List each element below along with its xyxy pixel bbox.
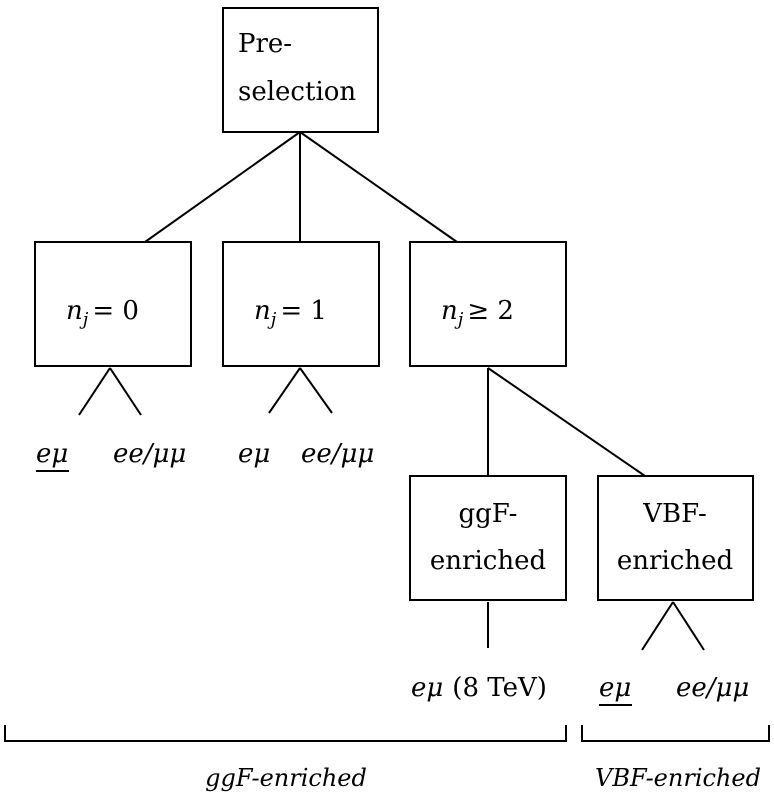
- leaves-nj1: eμ ee/μμ: [238, 439, 374, 469]
- node-preselection-line1: Pre-: [238, 29, 292, 59]
- edge-nj0-left: [78, 367, 111, 416]
- node-ggf: ggF- enriched: [409, 475, 567, 601]
- leaf-ggf-channel: eμ: [411, 673, 443, 703]
- node-vbf-box: [597, 475, 754, 601]
- edge-vbf-right: [672, 601, 705, 651]
- tree-connectors: [78, 131, 705, 651]
- node-nj2: nj≥ 2: [409, 241, 567, 367]
- edge-vbf-left: [641, 601, 674, 651]
- node-nj0-label: nj= 0: [66, 296, 139, 330]
- node-preselection-box: [222, 7, 379, 133]
- node-nj1: nj= 1: [222, 241, 380, 367]
- bracket-vbf-line: [581, 725, 770, 742]
- node-vbf-line1: VBF-: [642, 499, 707, 529]
- leaf-vbf-eemumu: ee/μμ: [676, 673, 749, 703]
- node-nj2-sub: j: [454, 309, 464, 330]
- node-nj0-box: [34, 241, 192, 367]
- leaf-nj0-emu: eμ: [36, 439, 68, 469]
- edge-pre-to-nj2: [299, 131, 458, 243]
- node-nj2-var: n: [441, 296, 458, 326]
- node-nj2-rel: ≥ 2: [467, 296, 514, 326]
- node-preselection-line2: selection: [238, 77, 356, 107]
- node-nj1-box: [222, 241, 380, 367]
- node-nj0-rel: = 0: [92, 296, 139, 326]
- node-vbf: VBF- enriched: [597, 475, 754, 601]
- edge-nj1-right: [299, 367, 333, 414]
- leaf-nj1-emu: eμ: [238, 439, 270, 469]
- bracket-vbf: VBF-enriched: [581, 725, 770, 792]
- edge-nj1-left: [268, 367, 301, 414]
- node-nj2-box: [409, 241, 567, 367]
- leaf-ggf: eμ (8 TeV): [411, 673, 547, 703]
- leaf-nj0-eemumu: ee/μμ: [113, 439, 186, 469]
- edge-pre-to-nj0: [144, 131, 301, 243]
- edge-nj2-to-vbf: [487, 367, 646, 477]
- node-nj0-var: n: [66, 296, 83, 326]
- node-nj0-sub: j: [79, 309, 89, 330]
- node-nj0: nj= 0: [34, 241, 192, 367]
- bracket-vbf-label: VBF-enriched: [595, 764, 761, 792]
- bracket-ggf-label: ggF-enriched: [205, 764, 367, 792]
- edge-nj0-right: [109, 367, 142, 416]
- node-vbf-line2: enriched: [617, 546, 733, 576]
- node-nj1-sub: j: [267, 309, 277, 330]
- leaves-vbf: eμ ee/μμ: [599, 673, 749, 706]
- leaf-ggf-label: eμ (8 TeV): [411, 673, 547, 703]
- bracket-ggf-line: [4, 725, 567, 742]
- node-nj1-label: nj= 1: [254, 296, 327, 330]
- node-ggf-line2: enriched: [430, 546, 546, 576]
- leaf-ggf-energy: (8 TeV): [452, 673, 547, 703]
- leaves-nj0: eμ ee/μμ: [36, 439, 186, 472]
- leaf-nj1-eemumu: ee/μμ: [301, 439, 374, 469]
- node-nj1-var: n: [254, 296, 271, 326]
- node-ggf-box: [409, 475, 567, 601]
- leaf-vbf-emu: eμ: [599, 673, 631, 703]
- node-ggf-line1: ggF-: [459, 499, 518, 529]
- bracket-ggf: ggF-enriched: [4, 725, 567, 792]
- node-nj1-rel: = 1: [280, 296, 327, 326]
- node-nj2-label: nj≥ 2: [441, 296, 514, 330]
- node-preselection: Pre- selection: [222, 7, 379, 133]
